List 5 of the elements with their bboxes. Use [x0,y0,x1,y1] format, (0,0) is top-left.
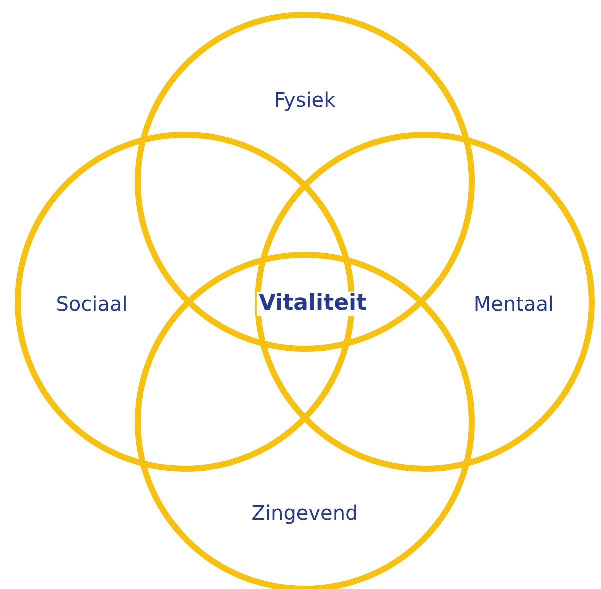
center-label: Vitaliteit [256,292,370,316]
circle-label: Sociaal [56,292,128,316]
circle-label: Mentaal [474,292,554,316]
circle-label: Fysiek [274,88,336,112]
circle-label: Zingevend [252,501,358,525]
